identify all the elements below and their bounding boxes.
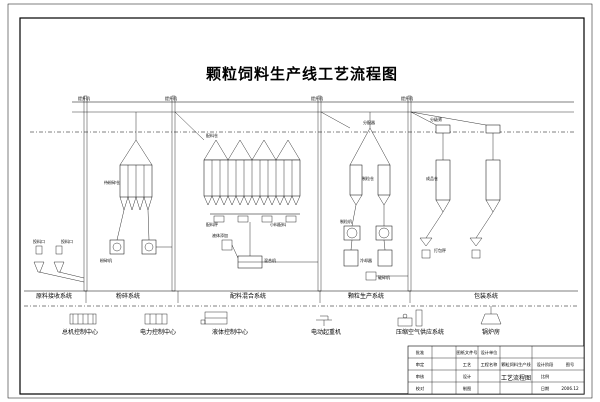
- tb-row2-c3: 工艺: [463, 362, 471, 367]
- tb-row4-c1: 校对: [416, 385, 424, 392]
- section-label-intake: 原料接收系统: [36, 292, 72, 300]
- tb-row3-c1: 审核: [416, 373, 425, 380]
- finished-bins: [435, 124, 501, 213]
- tb-project-value: 颗粒饲料生产线: [501, 361, 531, 368]
- label-pellet-mill: 制粒机: [340, 218, 352, 224]
- facility-power: [144, 313, 168, 325]
- tb-row1-c3: 图纸文件号: [457, 349, 478, 356]
- tb-row3-c3: 设计: [463, 373, 471, 380]
- facility-label-crane: 电动起重机: [311, 328, 341, 336]
- label-pit-2: 投料口: [61, 238, 73, 244]
- crumbler: [365, 271, 377, 281]
- section-label-batch: 配料混合系统: [230, 292, 266, 300]
- facility-label-liquid: 液体控制中心: [212, 328, 248, 336]
- label-crush-bins: 待粉碎仓: [104, 179, 120, 185]
- label-finished-bins: 成品仓: [426, 175, 438, 181]
- label-elevator-3: 提升机: [311, 95, 323, 101]
- tb-date-label: 日期: [541, 386, 549, 392]
- tb-sheet-label: 图号: [566, 362, 574, 368]
- label-elevator-1: 提升机: [78, 95, 90, 101]
- pellet-bins: [349, 112, 391, 206]
- bucket-elevator-4: [407, 95, 412, 292]
- tb-date-value: 2006.12: [561, 386, 579, 391]
- label-batch-scale: 配料秤: [206, 221, 218, 227]
- label-elevator-2: 提升机: [165, 95, 177, 101]
- pellet-mill-group: [343, 204, 393, 241]
- label-pit-1: 投料口: [33, 238, 45, 244]
- hammer-mill-group: [109, 209, 157, 255]
- label-liquid-add: 液体添加: [212, 232, 228, 238]
- crush-bins: [119, 112, 153, 211]
- facility-label-mcc: 总机控制中心: [62, 328, 98, 336]
- label-micro-dose: 小料配料: [270, 221, 286, 227]
- label-pellet-bins: 制粒仓: [362, 175, 374, 181]
- label-cooler: 冷却器: [360, 257, 372, 263]
- tb-row4-c3: 制图: [463, 385, 471, 392]
- label-crumbler: 破碎机: [378, 274, 390, 280]
- facility-mcc: [69, 313, 97, 325]
- facility-label-air: 压缩空气供应系统: [396, 328, 444, 336]
- tb-project-name: 工程名称: [481, 361, 498, 368]
- packer-group: [419, 211, 494, 259]
- intake-pits: [33, 245, 85, 283]
- facility-liquid: [200, 311, 228, 325]
- section-label-pellet: 颗粒生产系统: [348, 292, 384, 300]
- inner-frame: [19, 17, 585, 395]
- section-label-pack: 包装系统: [474, 292, 498, 300]
- bucket-elevator-3: [317, 95, 322, 292]
- label-packer: 打包秤: [434, 247, 446, 253]
- diagram-title: 颗粒饲料生产线工艺流程图: [206, 65, 398, 83]
- mixer: [237, 222, 263, 269]
- outer-frame: [7, 3, 593, 399]
- facility-label-boiler: 锅炉房: [482, 328, 500, 336]
- liquid-add-unit: [221, 239, 239, 259]
- section-label-crush: 粉碎系统: [116, 292, 140, 300]
- bucket-elevator-1: [83, 95, 88, 292]
- tb-row1-c1: 批准: [416, 349, 424, 356]
- bucket-elevator-2: [171, 95, 176, 292]
- tb-stage-label: 设计阶段: [537, 361, 555, 368]
- facility-air: [397, 309, 423, 327]
- cooler-group: [343, 239, 393, 267]
- label-batch-bins: 配料仓: [206, 132, 218, 138]
- tb-scale-label: 比例: [541, 373, 549, 380]
- title-block: [407, 345, 585, 395]
- tb-drawing-title: 工艺流程图: [501, 374, 531, 382]
- facility-crane: [316, 315, 332, 326]
- label-mixer: 混合机: [264, 257, 276, 263]
- label-hammer-mill: 粉碎机: [100, 257, 112, 263]
- tb-design-unit: 设计单位: [481, 349, 498, 356]
- facility-boiler: [480, 306, 502, 325]
- tb-row2-c1: 审定: [416, 361, 424, 368]
- facility-label-power: 电力控制中心: [140, 328, 176, 336]
- batch-bins: [203, 139, 301, 223]
- label-screen: 分级筛: [430, 116, 442, 122]
- label-distributor: 分配器: [363, 119, 375, 125]
- label-elevator-4: 提升机: [401, 95, 413, 101]
